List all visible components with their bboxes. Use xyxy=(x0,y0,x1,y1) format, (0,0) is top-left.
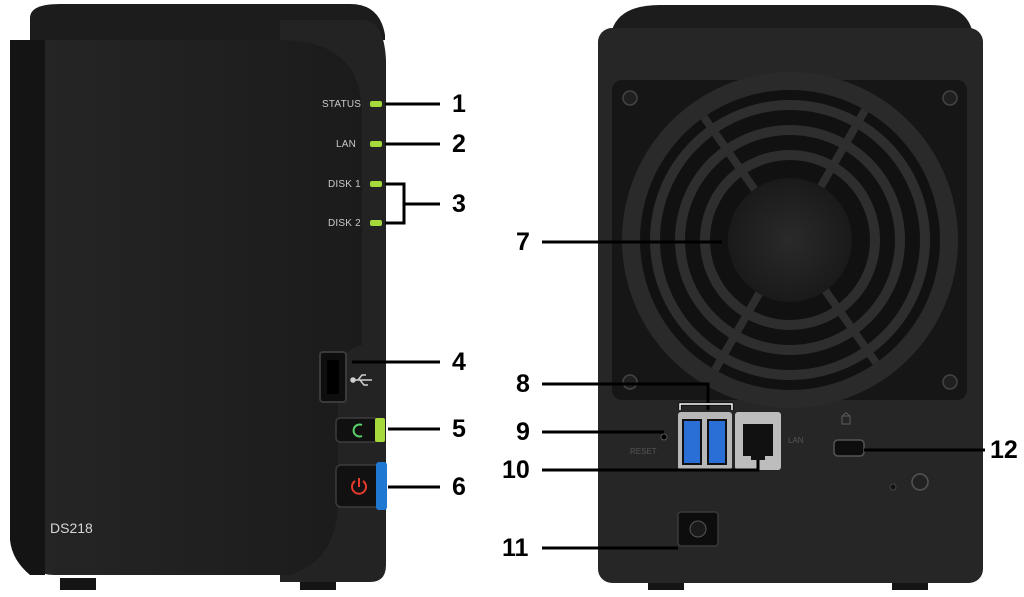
lock-icon xyxy=(841,412,851,425)
usb3-port-2 xyxy=(707,419,727,465)
led-label-lan: LAN xyxy=(336,139,357,150)
copy-icon xyxy=(352,423,363,438)
led-label-disk1: DISK 1 xyxy=(328,179,361,190)
reset-label: RESET xyxy=(630,447,657,456)
model-label: DS218 xyxy=(50,520,93,536)
led-lan xyxy=(370,141,382,147)
callout-9: 9 xyxy=(516,418,530,446)
callout-8: 8 xyxy=(516,370,530,398)
power-button-accent xyxy=(376,462,387,510)
usb-icon xyxy=(350,374,372,386)
callout-5: 5 xyxy=(452,415,466,443)
led-label-status: STATUS xyxy=(322,99,362,110)
lan-label: LAN xyxy=(788,436,804,445)
callout-2: 2 xyxy=(452,130,466,158)
fan-icon xyxy=(622,72,958,408)
leader-lines xyxy=(352,102,985,550)
copy-button-accent xyxy=(375,418,385,442)
callout-6: 6 xyxy=(452,473,466,501)
lan-port xyxy=(743,424,773,456)
callout-10: 10 xyxy=(502,456,530,484)
callout-4: 4 xyxy=(452,348,466,376)
callout-12: 12 xyxy=(990,436,1018,464)
front-usb-slot xyxy=(327,360,339,394)
front-panel-edge xyxy=(10,40,45,575)
front-unit xyxy=(10,4,387,590)
callout-3: 3 xyxy=(452,190,466,218)
front-panel xyxy=(10,40,362,575)
k-lock-slot xyxy=(833,439,865,457)
led-label-disk2: DISK 2 xyxy=(328,218,361,229)
led-disk1 xyxy=(370,181,382,187)
reset-hole xyxy=(660,433,668,441)
callout-11: 11 xyxy=(502,534,529,562)
power-icon xyxy=(351,478,367,495)
rear-unit xyxy=(598,5,983,590)
front-foot-left xyxy=(60,578,96,590)
usb3-port-1 xyxy=(682,419,702,465)
callout-7: 7 xyxy=(516,228,530,256)
callout-1: 1 xyxy=(452,90,466,118)
copy-button xyxy=(335,417,379,443)
led-disk2 xyxy=(370,220,382,226)
led-status xyxy=(370,101,382,107)
